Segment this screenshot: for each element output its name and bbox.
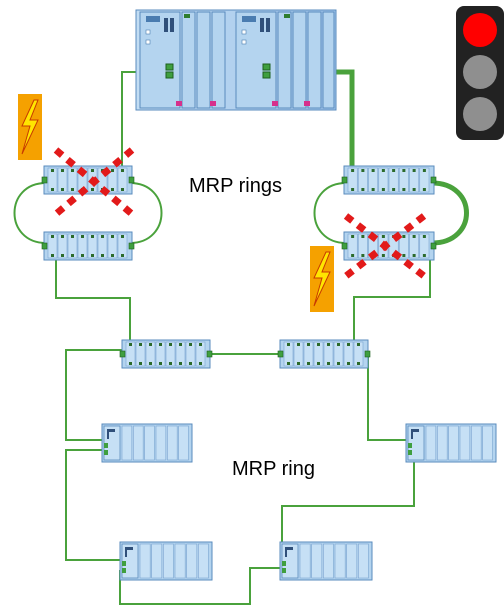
left-ring-right-arc xyxy=(129,182,163,244)
io-station-1 xyxy=(101,423,193,463)
lightning-left-icon xyxy=(18,94,42,160)
fault-marker-right xyxy=(343,213,427,279)
mrp-ring-label: MRP ring xyxy=(232,458,315,480)
network-links xyxy=(13,69,469,605)
traffic-light-red xyxy=(463,13,497,47)
right-ring-left-arc xyxy=(313,182,347,244)
io-station-2 xyxy=(405,423,497,463)
io-stations xyxy=(101,423,497,581)
switch-left-bottom xyxy=(41,231,135,261)
plc-cpu-2 xyxy=(235,11,277,109)
switch-center-left xyxy=(119,339,213,369)
fault-marker-left xyxy=(53,147,135,217)
lower-ring-bottom xyxy=(119,567,282,605)
lower-ring-left-side xyxy=(65,349,122,441)
left-ring-left-arc xyxy=(13,182,47,244)
traffic-light-icon xyxy=(456,6,504,140)
lower-ring-left-side-2 xyxy=(65,449,120,561)
lightning-right-icon xyxy=(310,246,334,312)
lower-ring-right-upper xyxy=(366,353,408,441)
lower-ring-right-side xyxy=(281,458,415,548)
traffic-light-yellow xyxy=(463,55,497,89)
plc-cpu-1 xyxy=(139,11,181,109)
switch-center-right xyxy=(277,339,371,369)
right-ring-right-arc xyxy=(431,180,469,246)
switch-modules xyxy=(41,165,437,369)
io-station-4 xyxy=(279,541,373,581)
io-station-3 xyxy=(119,541,213,581)
traffic-light-green xyxy=(463,97,497,131)
mrp-rings-label: MRP rings xyxy=(189,175,282,197)
link-left-ring-switch xyxy=(55,257,131,342)
switch-left-top xyxy=(41,165,135,195)
plc-rack xyxy=(135,9,337,111)
link-right-ring-switch xyxy=(353,257,431,342)
switch-right-top xyxy=(341,165,437,195)
